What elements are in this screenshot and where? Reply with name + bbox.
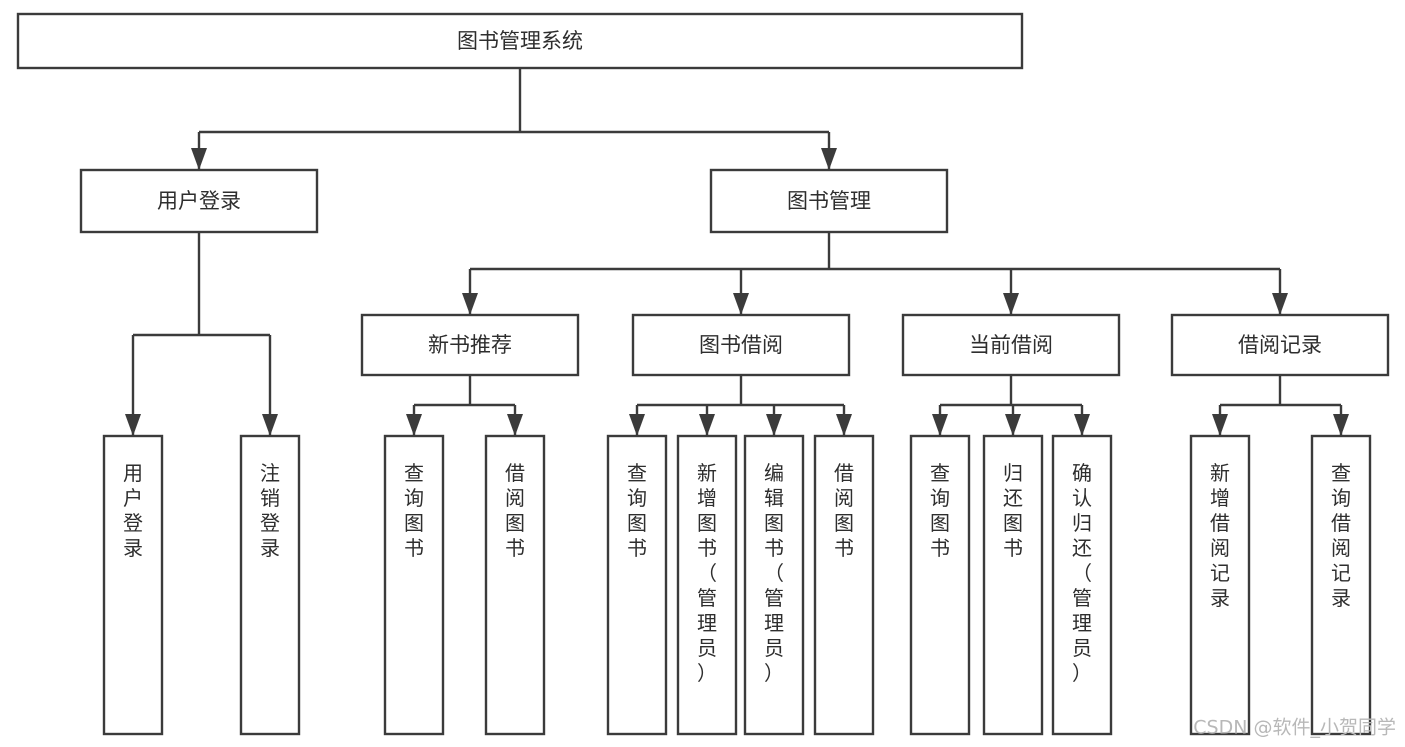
arrow-head-icon bbox=[462, 293, 478, 315]
node-leaf-query-book-borrow[interactable]: 查询图书 bbox=[606, 434, 668, 736]
arrow-head-icon bbox=[262, 414, 278, 436]
node-box[interactable] bbox=[909, 434, 971, 736]
node-leaf-borrow-book-rec[interactable]: 借阅图书 bbox=[484, 434, 546, 736]
node-label: 注销登录 bbox=[260, 461, 280, 560]
node-box[interactable] bbox=[709, 168, 949, 234]
node-leaf-user-login[interactable]: 用户登录 bbox=[102, 434, 164, 736]
arrow-head-icon bbox=[1074, 414, 1090, 436]
node-label: 查询图书 bbox=[627, 461, 647, 560]
arrow-head-icon bbox=[191, 148, 207, 170]
node-box[interactable] bbox=[102, 434, 164, 736]
node-label: 查询图书 bbox=[930, 461, 950, 560]
node-book-borrow[interactable]: 图书借阅 bbox=[631, 313, 851, 377]
node-box[interactable] bbox=[1310, 434, 1372, 736]
node-label: 图书借阅 bbox=[699, 333, 783, 357]
node-leaf-user-logout[interactable]: 注销登录 bbox=[239, 434, 301, 736]
node-label: 借阅图书 bbox=[834, 461, 854, 560]
node-book-manage[interactable]: 图书管理 bbox=[709, 168, 949, 234]
node-user-login[interactable]: 用户登录 bbox=[79, 168, 319, 234]
node-leaf-return-book[interactable]: 归还图书 bbox=[982, 434, 1044, 736]
node-box[interactable] bbox=[743, 434, 805, 736]
arrow-head-icon bbox=[507, 414, 523, 436]
node-leaf-query-book-current[interactable]: 查询图书 bbox=[909, 434, 971, 736]
node-label: 新书推荐 bbox=[428, 333, 512, 357]
node-leaf-edit-book[interactable]: 编辑图书（管理员） bbox=[743, 434, 805, 736]
node-box[interactable] bbox=[813, 434, 875, 736]
node-box[interactable] bbox=[16, 12, 1024, 70]
node-leaf-add-book[interactable]: 新增图书（管理员） bbox=[676, 434, 738, 736]
node-label: 用户登录 bbox=[157, 189, 241, 213]
node-label: 图书管理 bbox=[787, 189, 871, 213]
node-borrow-record[interactable]: 借阅记录 bbox=[1170, 313, 1390, 377]
node-label: 新增图书（管理员） bbox=[697, 461, 717, 685]
connector-layer bbox=[125, 68, 1349, 436]
node-label: 确认归还（管理员） bbox=[1072, 461, 1092, 685]
node-label: 借阅图书 bbox=[505, 461, 525, 560]
node-label: 查询借阅记录 bbox=[1331, 461, 1351, 610]
node-label: 用户登录 bbox=[123, 461, 143, 560]
node-label: 查询图书 bbox=[404, 461, 424, 560]
arrow-head-icon bbox=[821, 148, 837, 170]
node-box[interactable] bbox=[383, 434, 445, 736]
node-box[interactable] bbox=[1170, 313, 1390, 377]
node-box[interactable] bbox=[631, 313, 851, 377]
arrow-head-icon bbox=[1003, 293, 1019, 315]
node-leaf-confirm-return[interactable]: 确认归还（管理员） bbox=[1051, 434, 1113, 736]
node-label: 编辑图书（管理员） bbox=[764, 461, 784, 685]
node-label: 归还图书 bbox=[1003, 461, 1023, 560]
arrow-head-icon bbox=[932, 414, 948, 436]
node-current-borrow[interactable]: 当前借阅 bbox=[901, 313, 1121, 377]
node-leaf-query-book-rec[interactable]: 查询图书 bbox=[383, 434, 445, 736]
node-label: 新增借阅记录 bbox=[1210, 461, 1230, 610]
arrow-head-icon bbox=[1212, 414, 1228, 436]
node-box[interactable] bbox=[1189, 434, 1251, 736]
node-box[interactable] bbox=[79, 168, 319, 234]
node-label: 当前借阅 bbox=[969, 333, 1053, 357]
arrow-head-icon bbox=[836, 414, 852, 436]
arrow-head-icon bbox=[699, 414, 715, 436]
node-box[interactable] bbox=[606, 434, 668, 736]
arrow-head-icon bbox=[733, 293, 749, 315]
node-leaf-borrow-book[interactable]: 借阅图书 bbox=[813, 434, 875, 736]
arrow-head-icon bbox=[1005, 414, 1021, 436]
node-box[interactable] bbox=[360, 313, 580, 377]
arrow-head-icon bbox=[629, 414, 645, 436]
node-box[interactable] bbox=[982, 434, 1044, 736]
node-leaf-query-borrow-record[interactable]: 查询借阅记录 bbox=[1310, 434, 1372, 736]
node-box[interactable] bbox=[676, 434, 738, 736]
node-box[interactable] bbox=[239, 434, 301, 736]
arrow-head-icon bbox=[406, 414, 422, 436]
csdn-watermark: CSDN @软件_小贺同学 bbox=[1193, 717, 1396, 739]
node-label: 图书管理系统 bbox=[457, 29, 583, 53]
node-label: 借阅记录 bbox=[1238, 333, 1322, 357]
arrow-head-icon bbox=[125, 414, 141, 436]
node-box[interactable] bbox=[901, 313, 1121, 377]
node-layer: 图书管理系统用户登录图书管理新书推荐图书借阅当前借阅借阅记录用户登录注销登录查询… bbox=[16, 12, 1390, 736]
node-leaf-add-borrow-record[interactable]: 新增借阅记录 bbox=[1189, 434, 1251, 736]
arrow-head-icon bbox=[766, 414, 782, 436]
node-root[interactable]: 图书管理系统 bbox=[16, 12, 1024, 70]
arrow-head-icon bbox=[1272, 293, 1288, 315]
node-new-book-recommend[interactable]: 新书推荐 bbox=[360, 313, 580, 377]
node-box[interactable] bbox=[484, 434, 546, 736]
arrow-head-icon bbox=[1333, 414, 1349, 436]
node-box[interactable] bbox=[1051, 434, 1113, 736]
